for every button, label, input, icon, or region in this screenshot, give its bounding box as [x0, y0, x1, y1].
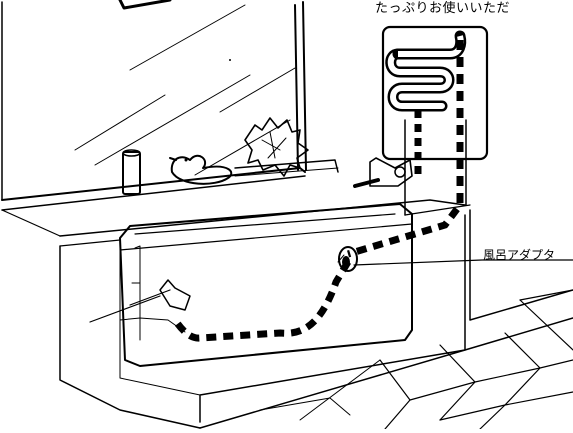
arrow-stroke — [120, 0, 170, 8]
tile-floor — [200, 290, 573, 429]
window — [2, 2, 306, 200]
bathtub — [120, 204, 412, 366]
pointer-lines — [90, 290, 170, 322]
bath-adapter-label: 風呂アダプタ — [483, 246, 555, 263]
faucet — [355, 158, 412, 186]
water-heater — [383, 27, 487, 159]
wall-edge — [470, 210, 573, 320]
window-sill — [2, 168, 465, 246]
top-caption: たっぷりお使いいただ — [375, 0, 510, 16]
